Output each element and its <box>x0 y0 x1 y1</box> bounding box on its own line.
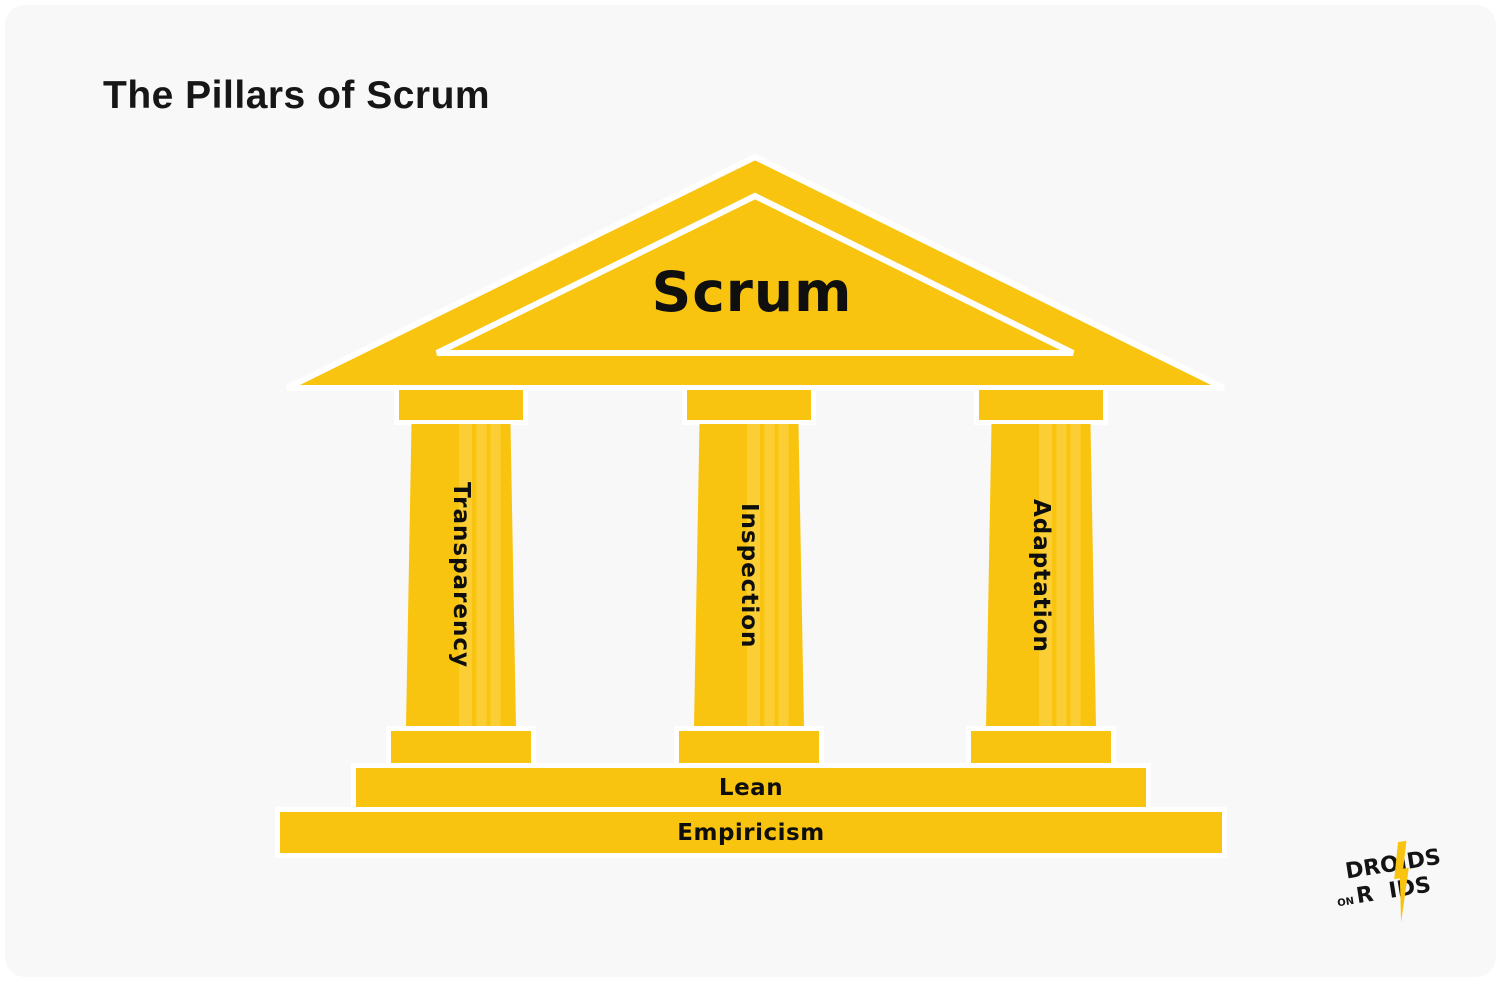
logo-r-text: R <box>1354 881 1376 910</box>
droids-on-roids-logo: DROIDS ON R IDS <box>1331 840 1473 925</box>
pillar-capital <box>394 385 528 425</box>
pillar-shaft: Inspection <box>694 424 804 727</box>
pillar-shaft: Transparency <box>406 424 516 727</box>
pillar-base <box>386 726 536 770</box>
step-empiricism-label: Empiricism <box>677 819 825 846</box>
pillar-inspection: Inspection <box>674 385 824 770</box>
step-lean-label: Lean <box>718 775 784 801</box>
step-lean: Lean <box>351 763 1151 813</box>
pillar-label-inspection: Inspection <box>736 502 762 649</box>
pillar-label-adaptation: Adaptation <box>1028 498 1054 653</box>
pillar-adaptation: Adaptation <box>966 385 1116 770</box>
lightning-bolt-icon <box>1394 840 1409 923</box>
pillar-capital <box>974 385 1108 425</box>
pillar-capital <box>682 385 816 425</box>
pillar-base <box>674 726 824 770</box>
pediment-outer-triangle <box>285 153 1226 391</box>
pillar-base <box>966 726 1116 770</box>
pillar-shaft: Adaptation <box>986 424 1096 727</box>
temple-pediment: Scrum <box>285 153 1226 391</box>
pillar-label-transparency: Transparency <box>448 482 474 669</box>
step-empiricism: Empiricism <box>275 807 1227 858</box>
pillar-transparency: Transparency <box>386 385 536 770</box>
page-title: The Pillars of Scrum <box>103 74 491 117</box>
logo-on-text: ON <box>1336 895 1355 910</box>
pediment-inner-outline <box>435 192 1075 356</box>
logo-bolt-gap <box>1374 898 1390 901</box>
pediment-label: Scrum <box>652 260 853 324</box>
